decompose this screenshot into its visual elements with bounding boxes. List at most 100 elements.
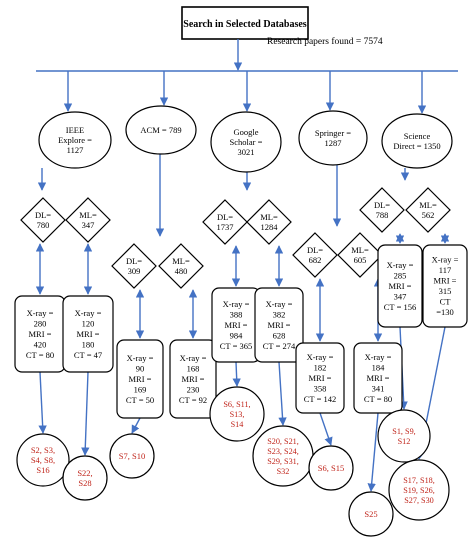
database-label-ieee-line: Explore = bbox=[58, 135, 92, 145]
ml-stats-box-scholar bbox=[254, 287, 304, 363]
dl-decision-acm bbox=[111, 243, 157, 289]
dl-decision-label-acm-line: 309 bbox=[128, 266, 141, 276]
dl-refs-ieee-line: S16 bbox=[36, 465, 49, 475]
ml-decision-label-science-line: 562 bbox=[422, 210, 435, 220]
ml-decision-acm bbox=[158, 243, 204, 289]
ml-decision-label-acm-line: 480 bbox=[175, 266, 188, 276]
database-node-scholar bbox=[210, 111, 282, 173]
dl-refs-scholar-line: S6, S11, bbox=[223, 400, 250, 409]
ml-stats-springer-line: MRI = bbox=[367, 373, 390, 383]
dl-refs-scholar-line: S14 bbox=[231, 420, 244, 429]
dl-stats-box-science bbox=[377, 244, 423, 328]
dl-decision-label-springer-line: 682 bbox=[309, 255, 322, 265]
ml-refs-science-line: S17, S18, bbox=[403, 476, 435, 485]
dl-stats-scholar-line: X-ray = bbox=[223, 299, 250, 309]
ml-stats-springer-line: 184 bbox=[372, 362, 386, 372]
ml-refs-scholar-line: S20, S21, bbox=[267, 437, 299, 446]
ml-decision-scholar bbox=[246, 199, 292, 245]
dl-stats-acm-line: X-ray = bbox=[127, 353, 154, 363]
dl-stats-springer-line: CT = 142 bbox=[304, 394, 337, 404]
ml-stats-box-ieee bbox=[62, 295, 114, 373]
dl-stats-science-line: MRI = bbox=[389, 281, 412, 291]
dl-stats-springer-line: MRI = bbox=[309, 373, 332, 383]
dl-refs-circle-scholar bbox=[209, 386, 265, 442]
root-box bbox=[181, 6, 309, 40]
dl-refs-acm-line: S7, S10 bbox=[119, 451, 145, 461]
root-node: Search in Selected Databases bbox=[181, 6, 309, 40]
papers-found-label: Research papers found = 7574 bbox=[267, 36, 383, 47]
ml-refs-scholar-line: S23, S24, bbox=[267, 447, 299, 456]
dl-stats-acm-line: 169 bbox=[134, 384, 147, 394]
dl-stats-ieee-line: 280 bbox=[34, 318, 47, 328]
ml-stats-ieee-line: X-ray = bbox=[75, 308, 102, 318]
ml-refs-circle-springer bbox=[348, 491, 394, 537]
ml-stats-springer-line: X-ray = bbox=[365, 352, 392, 362]
ml-stats-acm-line: 230 bbox=[187, 384, 200, 394]
dl-refs-arrow-ieee bbox=[38, 371, 47, 434]
database-node-acm bbox=[125, 105, 197, 155]
dl-stats-ieee-line: 420 bbox=[34, 339, 47, 349]
ml-stats-springer-line: 341 bbox=[372, 383, 385, 393]
database-label-scholar-line: Scholar = bbox=[230, 137, 263, 147]
dl-refs-arrow-springer bbox=[319, 412, 333, 446]
ml-stats-box-acm bbox=[169, 339, 217, 419]
ml-refs-circle-science bbox=[388, 459, 450, 521]
dl-refs-circle-science bbox=[377, 409, 431, 463]
dl-stats-science-line: 285 bbox=[394, 270, 407, 280]
ml-refs-ieee-line: S28 bbox=[78, 478, 91, 488]
dl-decision-label-ieee-line: DL= bbox=[35, 210, 51, 220]
ml-decision-ieee bbox=[65, 197, 111, 243]
ml-stats-scholar-line: CT = 274 bbox=[263, 341, 296, 351]
ml-stats-ieee-line: CT = 47 bbox=[74, 350, 102, 360]
dl-refs-arrow-scholar bbox=[232, 361, 241, 387]
database-node-ieee bbox=[38, 111, 112, 169]
ml-stats-ieee-line: 120 bbox=[82, 318, 95, 328]
ml-decision-label-ieee-line: ML= bbox=[79, 210, 97, 220]
dl-stats-scholar-line: 984 bbox=[230, 330, 244, 340]
ml-stats-acm-line: 168 bbox=[187, 363, 200, 373]
dl-stats-scholar-line: MRI = bbox=[225, 320, 248, 330]
database-label-acm-line: ACM = 789 bbox=[140, 125, 181, 135]
ml-stats-science-line: X-ray = bbox=[432, 255, 459, 265]
ml-stats-scholar-line: X-ray = bbox=[266, 299, 293, 309]
dl-refs-science-line: S1, S9, bbox=[392, 427, 415, 436]
dl-stats-ieee-line: X-ray = bbox=[27, 308, 54, 318]
dl-stats-scholar-line: 388 bbox=[230, 309, 243, 319]
ml-stats-ieee-line: MRI = bbox=[77, 329, 100, 339]
dl-stats-acm-line: MRI = bbox=[129, 374, 152, 384]
ml-refs-science-line: S27, S30 bbox=[404, 496, 434, 505]
database-label-ieee-line: IEEE bbox=[66, 125, 84, 135]
dl-stats-springer-line: 182 bbox=[314, 362, 327, 372]
database-label-scholar-line: 3021 bbox=[238, 147, 255, 157]
ml-refs-scholar-line: S32 bbox=[277, 467, 290, 476]
ml-refs-science-line: S19, S26, bbox=[403, 486, 435, 495]
dl-decision-label-science-line: 788 bbox=[376, 210, 389, 220]
database-label-science-line: Science bbox=[404, 131, 431, 141]
dl-stats-springer-line: 358 bbox=[314, 383, 327, 393]
database-label-springer-line: 1287 bbox=[325, 138, 342, 148]
ml-stats-science-line: MRI = bbox=[434, 276, 457, 286]
dl-refs-circle-springer bbox=[308, 445, 354, 491]
dl-stats-science-line: CT = 156 bbox=[384, 302, 417, 312]
ml-stats-acm-line: CT = 92 bbox=[179, 395, 207, 405]
dl-refs-scholar-line: S13, bbox=[230, 410, 245, 419]
ml-refs-scholar-line: S29, S31, bbox=[267, 457, 299, 466]
dl-stats-box-springer bbox=[295, 342, 345, 414]
dl-refs-circle-ieee bbox=[16, 433, 70, 487]
dl-stats-science-line: 347 bbox=[394, 291, 407, 301]
ml-stats-science-line: 315 bbox=[439, 286, 452, 296]
ml-decision-label-ieee-line: 347 bbox=[82, 220, 95, 230]
ml-stats-scholar-line: MRI = bbox=[268, 320, 291, 330]
ml-stats-scholar-line: 628 bbox=[273, 330, 286, 340]
ml-refs-arrow-springer bbox=[367, 412, 379, 492]
ml-stats-science-line: 117 bbox=[439, 265, 451, 275]
dl-decision-label-scholar-line: 1737 bbox=[217, 222, 234, 232]
ml-decision-science bbox=[405, 187, 451, 233]
ml-stats-science-line: CT bbox=[440, 297, 452, 307]
ml-stats-ieee-line: 180 bbox=[82, 339, 95, 349]
dl-refs-springer-line: S6, S15 bbox=[318, 463, 344, 473]
ml-stats-scholar-line: 382 bbox=[273, 309, 286, 319]
